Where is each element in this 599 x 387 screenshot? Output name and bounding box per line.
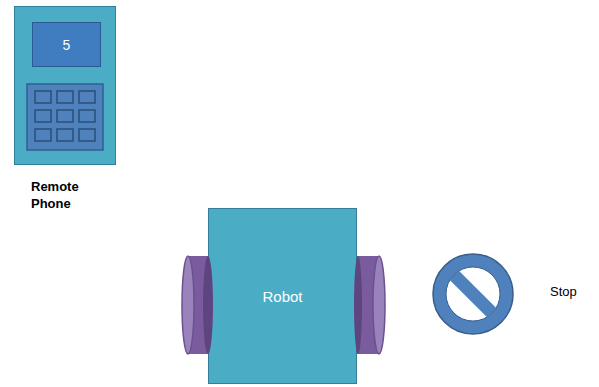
wheel-face [182,256,194,354]
keypad-key [79,110,95,122]
robot-label: Robot [209,288,356,305]
stop-inner [446,267,500,321]
remote-phone: Remote Phone5 [14,6,116,165]
wheel-body [357,256,379,354]
stop-symbol [433,254,513,334]
keypad-key [35,110,51,122]
keypad-frame [27,84,103,150]
right-wheel [354,256,385,354]
keypad-key [79,129,95,141]
keypad-key [57,110,73,122]
stop-ring [433,254,513,334]
wheel-face [373,256,385,354]
keypad-key [35,91,51,103]
left-wheel [182,256,213,354]
wheel-end [203,256,213,354]
wheel-body [188,256,208,354]
wheel-end [354,256,362,354]
keypad-key [57,91,73,103]
phone-label: Remote Phone [31,179,103,213]
phone-screen: 5 [32,22,101,67]
stop-label: Stop [550,284,577,299]
keypad-key [57,129,73,141]
phone-keypad [27,84,103,150]
keypad-key [79,91,95,103]
robot-body: Robot [208,208,357,384]
stop-slash [450,271,496,317]
screen-digit: 5 [33,37,100,53]
keypad-key [35,129,51,141]
